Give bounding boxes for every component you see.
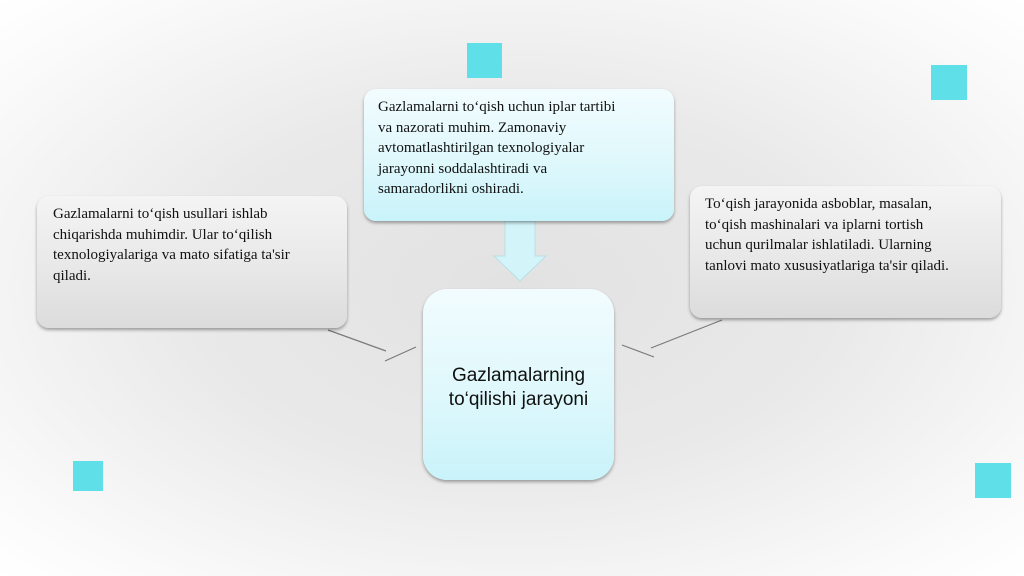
text-line: qiladi. [53, 267, 91, 284]
decor-square-bottom-right [975, 463, 1011, 498]
text-line: Gazlamalarni to‘qish usullari ishlab [53, 206, 268, 222]
left-info-box: Gazlamalarni to‘qish usullari ishlab chi… [37, 196, 347, 328]
right-connector [621, 319, 723, 358]
text-line: Gazlamalarni to‘qish uchun iplar tartibi [378, 99, 616, 115]
text-line: texnologiyalariga va mato sifatiga ta'si… [53, 247, 290, 263]
text-line: tanlovi mato xususiyatlariga ta'sir qila… [705, 257, 949, 274]
text-line: To‘qish jarayonida asboblar, masalan, [705, 196, 933, 212]
center-topic-box: Gazlamalarning to‘qilishi jarayoni [423, 289, 614, 480]
down-arrow-icon [492, 220, 548, 282]
decor-square-bottom-left [73, 461, 103, 491]
center-title-line: Gazlamalarning [451, 365, 586, 386]
text-line: avtomatlashtirilgan texnologiyalar [378, 140, 585, 156]
text-line: uchun qurilmalar ishlatiladi. Ularning [705, 237, 932, 253]
left-connector [327, 329, 417, 362]
text-line: jarayonni soddalashtiradi va [378, 160, 548, 177]
text-line: chiqarishda muhimdir. Ular to‘qilish [53, 226, 273, 243]
top-info-box: Gazlamalarni to‘qish uchun iplar tartibi… [364, 89, 674, 221]
text-line: va nazorati muhim. Zamonaviy [378, 119, 567, 136]
text-line: to‘qish mashinalari va iplarni tortish [705, 216, 924, 233]
decor-square-top-right [931, 65, 967, 100]
text-line: samaradorlikni oshiradi. [378, 181, 524, 197]
center-title-line: to‘qilishi jarayoni [448, 389, 589, 410]
right-info-box: To‘qish jarayonida asboblar, masalan, to… [690, 186, 1001, 318]
decor-square-top [467, 43, 502, 78]
